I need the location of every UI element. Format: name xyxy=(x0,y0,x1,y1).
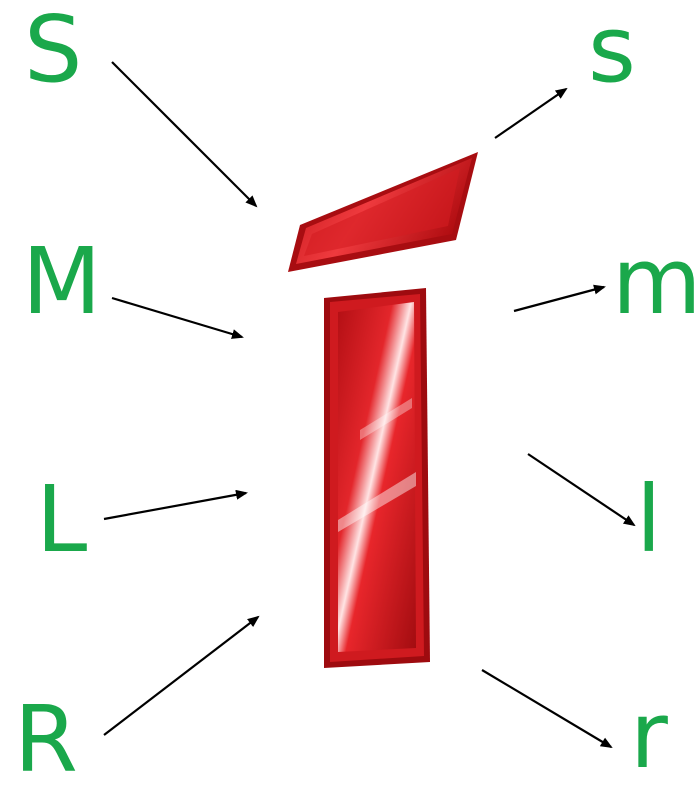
label-lower-r: r xyxy=(630,690,668,782)
arrow-s xyxy=(495,89,566,138)
label-upper-s: S xyxy=(24,4,82,96)
label-lower-m: m xyxy=(612,236,695,328)
label-upper-r: R xyxy=(14,694,78,786)
label-upper-l: L xyxy=(36,474,87,566)
label-lower-l: l xyxy=(636,474,662,566)
label-lower-s: s xyxy=(588,4,636,96)
arrow-S xyxy=(112,62,256,206)
arrow-r xyxy=(482,670,611,747)
letter-stem-icon xyxy=(324,288,430,668)
arrow-m xyxy=(514,287,604,311)
arrow-M xyxy=(112,298,242,337)
accent-mark-icon xyxy=(288,152,478,272)
arrow-R xyxy=(104,617,258,735)
arrow-l xyxy=(528,454,634,525)
label-upper-m: M xyxy=(22,236,101,328)
arrow-L xyxy=(104,493,246,519)
